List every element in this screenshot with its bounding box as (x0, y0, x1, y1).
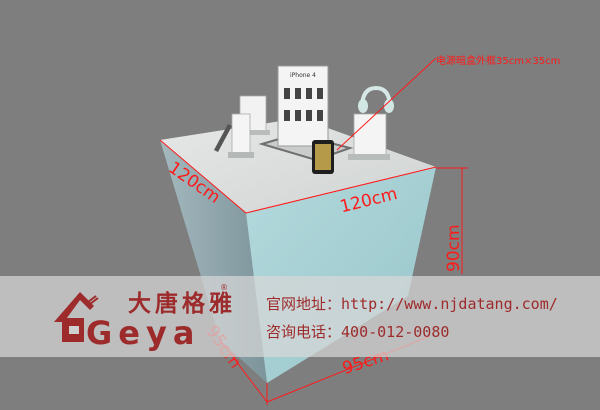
brand-en: Geya (86, 314, 201, 352)
headphones-display (358, 85, 394, 113)
website-label: 官网地址： (266, 295, 342, 313)
brand-banner (0, 276, 600, 357)
phone-number: 400-012-0080 (341, 323, 450, 341)
poster-title: iPhone 4 (290, 72, 316, 79)
dim-height: 90cm (444, 224, 464, 272)
power-box-note: 电源暗盒外框35cm×35cm (436, 56, 561, 67)
counter-top (160, 118, 436, 213)
sign-holder-right (348, 113, 390, 160)
geya-logo-icon (54, 292, 99, 342)
sign-holder-front-left (228, 113, 254, 158)
phone-label: 咨询电话： (266, 323, 342, 341)
phone-on-stand (312, 140, 334, 174)
phone-line: 咨询电话：400-012-0080 (266, 321, 449, 342)
website-link[interactable]: http://www.njdatang.com/ (341, 295, 558, 313)
website-line: 官网地址：http://www.njdatang.com/ (266, 293, 558, 314)
iphone-poster: iPhone 4 (277, 65, 329, 147)
brand-cn: 大唐格雅 (128, 290, 236, 317)
registered-mark: ® (220, 283, 228, 292)
tablet-device (214, 124, 232, 152)
